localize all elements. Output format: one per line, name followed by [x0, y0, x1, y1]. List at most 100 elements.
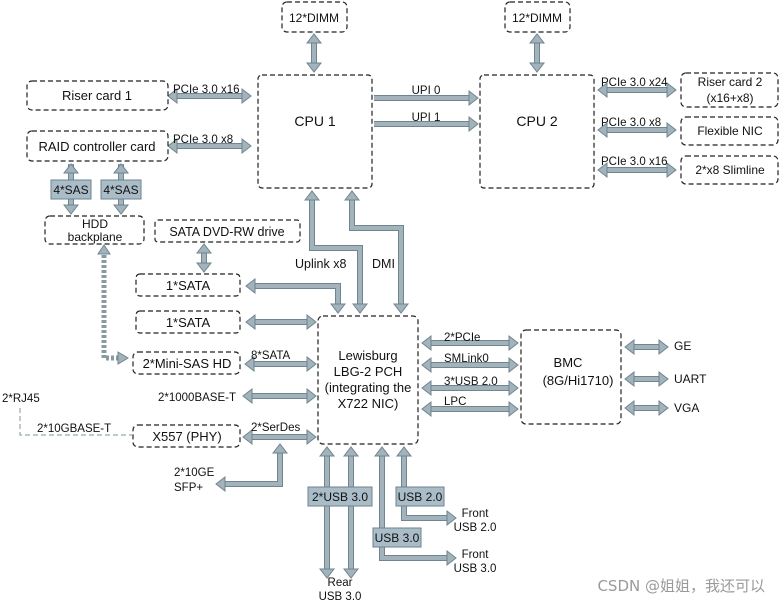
pch-box: [317, 315, 419, 445]
pch-sata1-shaft-fill: [254, 284, 340, 304]
pch-bmc-pcie-arrowhead: [421, 334, 432, 352]
dmi-shaft-fill: [350, 199, 403, 304]
pch-label-1: Lewisburg: [338, 348, 397, 363]
dimm2-cpu2-arrowhead: [528, 62, 546, 73]
dvd-sata-arrowhead: [195, 262, 213, 273]
cpu2-slimline-arrowhead: [597, 161, 608, 179]
sas1-down-arrowhead: [62, 204, 80, 215]
bmc-label-1: BMC: [554, 355, 583, 370]
pch-bmc-pcie-arrowhead: [508, 334, 519, 352]
dimm2-box: [504, 1, 571, 33]
sfp-arrowhead: [215, 475, 226, 493]
bmc-vga-arrowhead: [624, 399, 635, 417]
slimline-box: [680, 155, 779, 185]
flexible-nic-label: Flexible NIC: [697, 124, 763, 138]
sas-tag-1-label: 4*SAS: [53, 183, 88, 197]
bmc-label-2: (8G/Hi1710): [543, 373, 614, 388]
hdd-backplane-label-1: HDD: [82, 217, 108, 231]
label-1000base: 2*1000BASE-T: [158, 392, 236, 404]
cpu1-box: [257, 74, 373, 189]
sas1-up-arrowhead: [62, 163, 80, 174]
label-pch-bmc-pcie: 2*PCIe: [444, 332, 480, 344]
pch-1000base-arrowhead: [242, 387, 253, 405]
sas-tag-2-label: 4*SAS: [103, 183, 138, 197]
backplane-minisas-connector: [101, 250, 118, 361]
label-uart: UART: [674, 372, 707, 386]
pch-bmc-usb-arrowhead: [508, 379, 519, 397]
minisas-box: [132, 351, 241, 375]
sata2-label: 1*SATA: [166, 315, 211, 330]
pch-phy-arrowhead: [242, 428, 253, 446]
raid-label: RAID controller card: [38, 139, 155, 154]
rear-usb-1-arrowhead: [318, 568, 336, 579]
pch-phy-arrowhead: [306, 428, 317, 446]
label-upi0: UPI 0: [412, 85, 441, 97]
hdd-backplane-label-2: backplane: [68, 230, 123, 244]
label-8sata: 8*SATA: [251, 350, 291, 362]
uplink-shaft-fill: [310, 199, 362, 304]
dvd-sata-arrowhead: [195, 243, 213, 254]
sas2-down-arrowhead: [112, 204, 130, 215]
phy-box: [132, 424, 241, 448]
dimm1-box: [281, 1, 348, 33]
cpu1-raid-arrowhead: [167, 137, 178, 155]
cpu2-riser2-arrowhead: [666, 81, 677, 99]
label-cpu2-riser2: PCIe 3.0 x24: [601, 77, 668, 89]
backplane-arrowhead: [97, 244, 111, 255]
connection-arrows: [62, 33, 677, 579]
label-sfp-1: 2*10GE: [174, 467, 215, 479]
pch-sata2-arrowhead: [306, 313, 317, 331]
flexible-nic-box: [680, 116, 779, 146]
minisas-label: 2*Mini-SAS HD: [143, 356, 232, 371]
usb20-front-tag-label: USB 2.0: [398, 490, 443, 504]
front-usb20-arrowhead: [395, 446, 413, 457]
label-cpu1-raid: PCIe 3.0 x8: [173, 134, 233, 146]
hdd-backplane-box: [44, 215, 145, 245]
bmc-ge-arrowhead: [658, 338, 669, 356]
label-front-usb30-1: Front: [462, 549, 490, 561]
pch-bmc-smlink-arrowhead: [508, 356, 519, 374]
label-10gbase: 2*10GBASE-T: [37, 423, 111, 435]
front-usb20-shaft-fill: [402, 455, 448, 520]
uplink-arrowhead: [351, 303, 369, 314]
label-front-usb20-1: Front: [462, 508, 490, 520]
bmc-uart-arrowhead: [624, 370, 635, 388]
pch-bmc-smlink-arrowhead: [421, 356, 432, 374]
cpu2-label: CPU 2: [516, 113, 557, 129]
dvd-label: SATA DVD-RW drive: [169, 225, 284, 239]
cpu2-riser2-arrowhead: [597, 81, 608, 99]
label-upi1: UPI 1: [412, 112, 441, 124]
sas2-up-arrowhead: [112, 163, 130, 174]
label-serdes: 2*SerDes: [251, 422, 300, 434]
pch-bmc-usb-arrowhead: [421, 379, 432, 397]
usb30-front-tag: [372, 527, 422, 548]
dimm2-cpu2-arrowhead: [528, 33, 546, 44]
usb30-rear-tag-label: 2*USB 3.0: [312, 490, 368, 504]
label-cpu1-riser1: PCIe 3.0 x16: [173, 84, 239, 96]
pch-label-2: LBG-2 PCH: [334, 364, 403, 379]
cpu2-slimline-arrowhead: [666, 161, 677, 179]
front-usb30-arrowhead: [446, 549, 457, 567]
dmi-arrowhead: [392, 303, 410, 314]
label-pch-bmc-usb: 3*USB 2.0: [444, 376, 498, 388]
label-cpu2-flexnic: PCIe 3.0 x8: [601, 117, 661, 129]
label-front-usb30-2: USB 3.0: [454, 563, 497, 575]
dmi-arrowhead: [343, 190, 361, 201]
pch-bmc-lpc-arrowhead: [421, 400, 432, 418]
phy-label: X557 (PHY): [152, 429, 221, 444]
cpu2-flexnic-arrowhead: [666, 121, 677, 139]
pch-minisas-arrowhead: [244, 355, 255, 373]
slimline-label: 2*x8 Slimline: [695, 163, 765, 177]
sfp-shaft-fill: [224, 452, 282, 486]
upi1-arrowhead: [468, 115, 479, 133]
riser2-box: [680, 72, 779, 108]
riser1-label: Riser card 1: [62, 88, 132, 103]
label-uplink: Uplink x8: [295, 257, 346, 271]
pch-minisas-arrowhead: [306, 355, 317, 373]
label-rear-usb30-2: USB 3.0: [319, 591, 362, 603]
rear-usb-2-arrowhead: [342, 446, 360, 457]
front-usb30-shaft-fill: [380, 455, 448, 560]
dimm2-label: 12*DIMM: [512, 11, 562, 25]
rj45-phy-connector: [19, 408, 132, 436]
cpu1-label: CPU 1: [294, 113, 335, 129]
